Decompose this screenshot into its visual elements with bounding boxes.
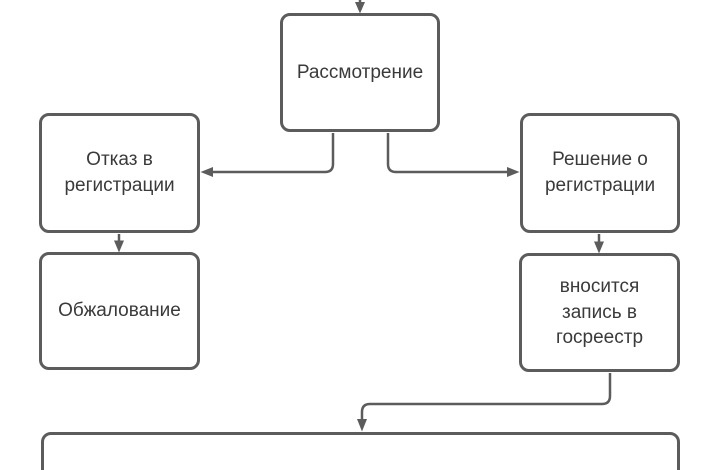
edge-register-to-result xyxy=(357,373,612,432)
node-result xyxy=(41,432,680,470)
node-refusal: Отказ в регистрации xyxy=(39,113,200,233)
node-consideration: Рассмотрение xyxy=(280,13,440,132)
node-register-entry-label: вносится запись в госреестр xyxy=(555,276,644,349)
edge-top-to-consideration xyxy=(355,0,365,14)
edge-refusal-to-appeal xyxy=(114,234,124,253)
node-appeal: Обжалование xyxy=(39,252,200,370)
node-register-entry: вносится запись в госреестр xyxy=(519,253,680,372)
edge-decision-to-register xyxy=(594,234,604,254)
node-decision: Решение о регистрации xyxy=(520,113,680,233)
node-decision-label: Решение о регистрации xyxy=(544,149,656,196)
node-refusal-label: Отказ в регистрации xyxy=(64,149,175,196)
edge-consideration-to-refusal xyxy=(200,133,335,177)
node-appeal-label: Обжалование xyxy=(58,300,181,322)
node-consideration-label: Рассмотрение xyxy=(296,61,424,83)
edge-consideration-to-decision xyxy=(386,133,520,177)
